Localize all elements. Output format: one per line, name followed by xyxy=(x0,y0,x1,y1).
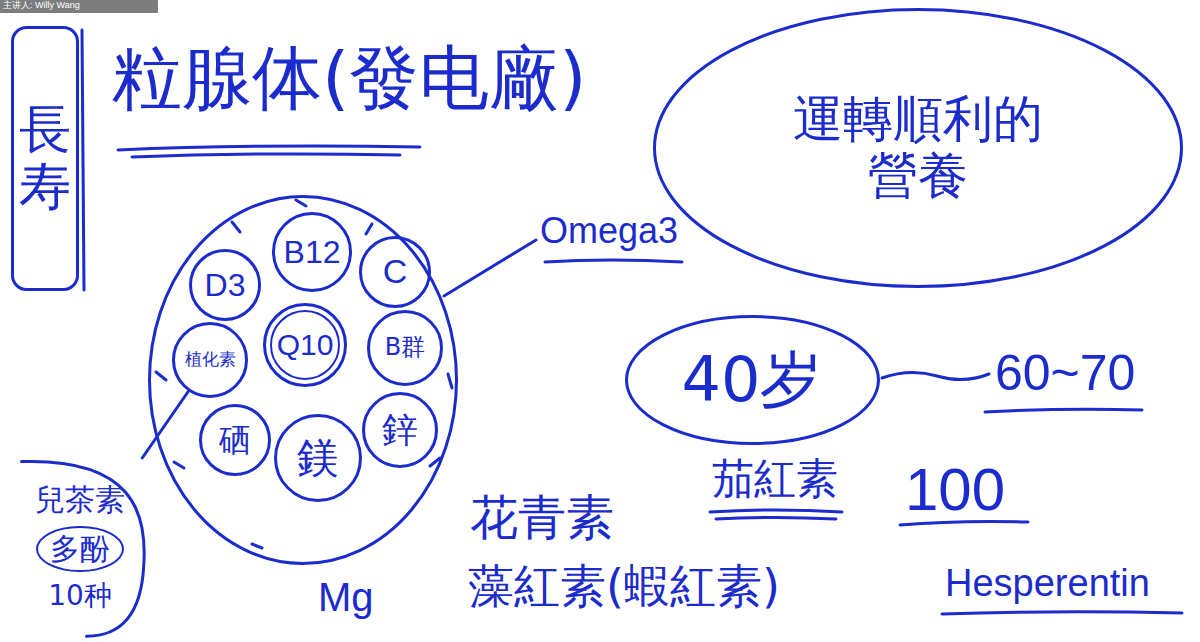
side-stroke xyxy=(82,30,84,290)
circle-outline xyxy=(174,324,247,397)
circle-outline xyxy=(276,416,361,501)
watermark-text: 主讲人: Willy Wang xyxy=(3,0,80,10)
coq10-circle: Q10 xyxy=(263,303,347,387)
bracket-outline xyxy=(22,461,145,636)
hatch-mark xyxy=(296,200,306,206)
hatch-mark xyxy=(232,222,240,232)
nutrient-circle: 植化素 xyxy=(172,322,248,398)
polyphenol-bracket: 兒茶素多酚 10种 xyxy=(15,458,145,638)
circle-outline xyxy=(361,238,430,307)
node-text: 兒茶素 xyxy=(35,483,125,518)
circle-outline xyxy=(201,406,270,475)
hatch-mark xyxy=(156,372,166,380)
node-text: 40岁 xyxy=(682,344,823,415)
node-text: C xyxy=(383,252,408,291)
mitochondrion-circle: B12 C D3 植化素 Q10 B群硒 鎂 鋅 xyxy=(148,195,458,565)
node-text: 長寿 xyxy=(19,101,71,215)
age-range-label: 60~70 xyxy=(995,345,1135,403)
nutrient-circle: B群 xyxy=(367,310,443,386)
box-outline xyxy=(13,27,78,289)
circle-outline xyxy=(150,197,457,564)
underline-stroke xyxy=(942,612,1182,614)
hatch-mark xyxy=(252,544,262,548)
hatch-mark xyxy=(366,224,372,234)
leader-line xyxy=(444,240,536,296)
nutrition-oval: 運轉順利的 營養 xyxy=(653,8,1183,288)
nutrient-label: 茄紅素 xyxy=(712,455,838,503)
circle-outline xyxy=(364,394,437,467)
nutrient-circle: 鋅 xyxy=(362,392,438,468)
nutrient-circle: 硒 xyxy=(199,404,271,476)
node-text: B12 xyxy=(284,234,341,271)
underline-stroke xyxy=(132,154,400,157)
age-number-label: 100 xyxy=(905,455,1005,524)
nutrient-circle: B12 xyxy=(272,212,352,292)
underline-stroke xyxy=(545,260,682,262)
nutrient-label: 花青素 xyxy=(470,490,614,545)
hatch-mark xyxy=(448,374,452,388)
node-text: 硒 xyxy=(219,422,251,459)
underline-stroke xyxy=(985,409,1142,412)
nutrient-label: Omega3 xyxy=(540,210,678,251)
title-text: 粒腺体(發电廠) xyxy=(112,38,587,119)
node-text: 鋅 xyxy=(382,409,418,450)
connector-line xyxy=(142,391,188,458)
age-oval: 40岁 xyxy=(625,315,880,445)
circle-outline xyxy=(274,214,351,291)
node-text: B群 xyxy=(385,334,425,362)
circle-outline xyxy=(626,317,878,444)
node-text: D3 xyxy=(205,267,246,304)
nutrient-circle: C xyxy=(359,236,431,308)
nutrient-label: Mg xyxy=(318,574,374,620)
node-text: 鎂 xyxy=(297,434,339,482)
circle-outline xyxy=(265,305,346,386)
underline-stroke xyxy=(710,510,842,512)
circle-outline xyxy=(271,311,339,379)
node-text: 運轉順利的 營養 xyxy=(773,91,1063,206)
nutrient-label: 藻紅素(蝦紅素) xyxy=(468,560,780,613)
node-text: Q10 xyxy=(277,328,334,363)
nutrient-circle: D3 xyxy=(189,249,261,321)
leader-line xyxy=(882,372,989,379)
circle-outline xyxy=(655,10,1182,287)
hatch-mark xyxy=(174,462,184,468)
circle-outline xyxy=(369,312,442,385)
watermark-bar xyxy=(0,0,158,13)
lifespan-box: 長寿 xyxy=(11,26,79,291)
underline-stroke xyxy=(716,518,836,520)
node-text: 多酚 xyxy=(36,526,124,573)
circle-outline xyxy=(191,251,260,320)
nutrient-circle: 鎂 xyxy=(274,414,362,502)
node-text: 10种 xyxy=(48,580,112,612)
nutrient-label: Hesperentin xyxy=(945,562,1150,606)
node-text: 植化素 xyxy=(185,350,236,370)
hatch-mark xyxy=(430,458,440,466)
underline-stroke xyxy=(118,146,420,150)
